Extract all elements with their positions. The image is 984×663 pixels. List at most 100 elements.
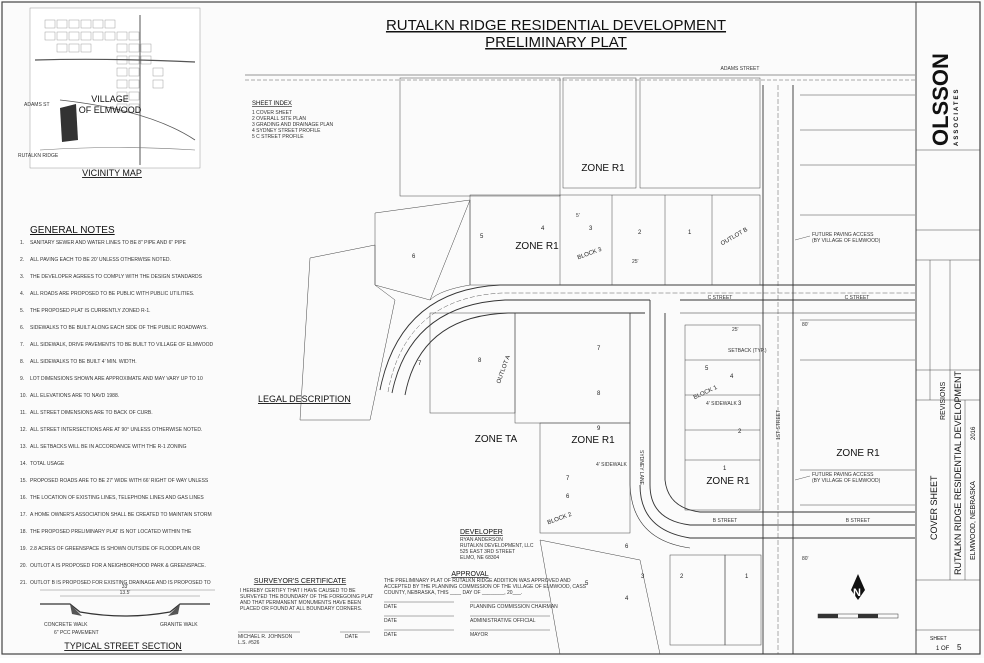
note-text: OUTLOT B IS PROPOSED FOR EXISTING DRAINA…: [30, 580, 211, 586]
svg-text:CONCRETE WALK: CONCRETE WALK: [44, 622, 88, 628]
svg-text:APPROVAL: APPROVAL: [451, 571, 488, 578]
sheet-index-item: 4 SYDNEY STREET PROFILE: [252, 128, 321, 134]
lot-number: 2: [638, 230, 642, 236]
drawing-title: RUTALKN RIDGE RESIDENTIAL DEVELOPMENT: [386, 17, 726, 34]
sheet-name: COVER SHEET: [929, 475, 939, 540]
signature-line-label: DATE: [384, 618, 398, 624]
title-block: OLSSON ASSOCIATES REVISIONS COVER SHEET …: [916, 53, 980, 652]
note-number: 18.: [20, 529, 27, 535]
approval-text: THE PRELIMINARY PLAT OF RUTALKN RIDGE AD…: [384, 578, 571, 584]
project-location: ELMWOOD, NEBRASKA: [970, 481, 977, 560]
note-number: 17.: [20, 512, 27, 518]
note-text: ALL SETBACKS WILL BE IN ACCORDANCE WITH …: [30, 444, 187, 450]
note-text: SANITARY SEWER AND WATER LINES TO BE 8" …: [30, 240, 187, 246]
surveyor-text: SURVEYED THE BOUNDARY OF THE FOREGOING P…: [240, 594, 373, 600]
outlot-label: OUTLOT B: [720, 227, 749, 247]
note-number: 3.: [20, 274, 24, 280]
note-text: OUTLOT A IS PROPOSED FOR A NEIGHBORHOOD …: [30, 563, 206, 569]
block-label: BLOCK 2: [547, 512, 573, 527]
note-number: 20.: [20, 563, 27, 569]
note-text: THE LOCATION OF EXISTING LINES, TELEPHON…: [30, 495, 204, 501]
zone-label: ZONE R1: [515, 241, 559, 252]
street-section-title: TYPICAL STREET SECTION: [64, 641, 182, 651]
lot-number: 2: [680, 574, 684, 580]
vicinity-map: VILLAGE OF ELMWOOD ADAMS ST RUTALKN RIDG…: [18, 7, 201, 178]
note-text: A HOME OWNER'S ASSOCIATION SHALL BE CREA…: [30, 512, 212, 518]
svg-text:ASSOCIATES: ASSOCIATES: [954, 87, 960, 146]
note-text: ALL SIDEWALK, DRIVE PAVEMENTS TO BE BUIL…: [30, 342, 213, 348]
lot-number: 5: [480, 234, 484, 240]
plat-roads: [245, 74, 915, 654]
note-text: THE PROPOSED PLAT IS CURRENTLY ZONED R-1…: [30, 308, 151, 314]
lot-number: 3: [738, 401, 742, 407]
street-label-b-east: B STREET: [846, 518, 870, 524]
lot-number: 5: [585, 581, 589, 587]
lot-number: 6: [566, 494, 570, 500]
developer-text: ELMO, NE 68304: [460, 555, 499, 561]
street-label-1st: 1ST STREET: [776, 410, 782, 440]
svg-text:GRANITE WALK: GRANITE WALK: [160, 622, 198, 628]
lot-number: 4: [730, 374, 734, 380]
project-name: RUTALKN RIDGE RESIDENTIAL DEVELOPMENT: [953, 370, 963, 575]
lot-number: 8: [597, 391, 601, 397]
signature-line-label: DATE: [384, 604, 398, 610]
street-label-b: B STREET: [713, 518, 737, 524]
sheet-index-item: 3 GRADING AND DRAINAGE PLAN: [252, 122, 334, 128]
note-text: ALL ROADS ARE PROPOSED TO BE PUBLIC WITH…: [30, 291, 194, 297]
svg-text:80': 80': [802, 322, 809, 328]
note-number: 7.: [20, 342, 24, 348]
signature-line-label: MAYOR: [470, 632, 488, 638]
note-text: SIDEWALKS TO BE BUILT ALONG EACH SIDE OF…: [30, 325, 208, 331]
note-text: THE DEVELOPER AGREES TO COMPLY WITH THE …: [30, 274, 203, 280]
lot-number: 8: [478, 358, 482, 364]
vicinity-street-label: ADAMS ST: [24, 102, 50, 108]
note-number: 9.: [20, 376, 24, 382]
lot-number: 7: [566, 476, 570, 482]
general-notes-list: 1.SANITARY SEWER AND WATER LINES TO BE 8…: [20, 240, 213, 586]
note-text: LOT DIMENSIONS SHOWN ARE APPROXIMATE AND…: [30, 376, 203, 382]
note-text: 2.8 ACRES OF GREENSPACE IS SHOWN OUTSIDE…: [30, 546, 200, 552]
note-text: ALL STREET INTERSECTIONS ARE AT 90° UNLE…: [30, 427, 202, 433]
svg-text:(BY VILLAGE OF ELMWOOD): (BY VILLAGE OF ELMWOOD): [812, 238, 881, 244]
svg-text:25': 25': [632, 259, 639, 265]
lot-number: 7: [418, 361, 422, 367]
developer-text: RUTALKN DEVELOPMENT, LLC: [460, 543, 534, 549]
svg-text:80': 80': [802, 556, 809, 562]
sheet-index-item: 1 COVER SHEET: [252, 110, 292, 116]
lot-number: 3: [589, 226, 593, 232]
vicinity-site-label: RUTALKN RIDGE: [18, 153, 59, 159]
sidewalk-label-2: 4' SIDEWALK: [596, 462, 627, 468]
vicinity-map-title: VICINITY MAP: [82, 168, 142, 178]
note-text: ALL PAVING EACH TO BE 20' UNLESS OTHERWI…: [30, 257, 171, 263]
lot-number: 4: [625, 596, 629, 602]
sheet-total: 5: [957, 643, 962, 652]
note-text: ALL ELEVATIONS ARE TO NAVD 1988.: [30, 393, 119, 399]
note-number: 16.: [20, 495, 27, 501]
note-text: ALL STREET DIMENSIONS ARE TO BACK OF CUR…: [30, 410, 153, 416]
note-number: 11.: [20, 410, 27, 416]
signature-line-label: PLANNING COMMISSION CHAIRMAN: [470, 604, 558, 610]
revisions-label: REVISIONS: [940, 382, 947, 420]
outlot-label: OUTLOT A: [496, 355, 512, 385]
developer-text: RYAN ANDERSON: [460, 537, 503, 543]
note-number: 10.: [20, 393, 27, 399]
note-number: 6.: [20, 325, 24, 331]
note-number: 5.: [20, 308, 24, 314]
surveyor-text: AND THAT PERMANENT MONUMENTS HAVE BEEN: [240, 600, 361, 606]
sheet-index-item: 5 C STREET PROFILE: [252, 134, 304, 140]
lot-number: 4: [541, 226, 545, 232]
general-notes-heading: GENERAL NOTES: [30, 225, 115, 236]
svg-text:L.S. #526: L.S. #526: [238, 640, 260, 646]
vicinity-village-label: VILLAGE: [91, 94, 129, 104]
note-number: 12.: [20, 427, 27, 433]
sheet-label: SHEET: [930, 636, 947, 642]
note-number: 13.: [20, 444, 27, 450]
block-label: BLOCK 1: [693, 385, 719, 401]
note-text: ALL SIDEWALKS TO BE BUILT 4' MIN. WIDTH.: [30, 359, 137, 365]
lot-number: 9: [597, 426, 601, 432]
svg-text:DEVELOPER: DEVELOPER: [460, 529, 503, 536]
